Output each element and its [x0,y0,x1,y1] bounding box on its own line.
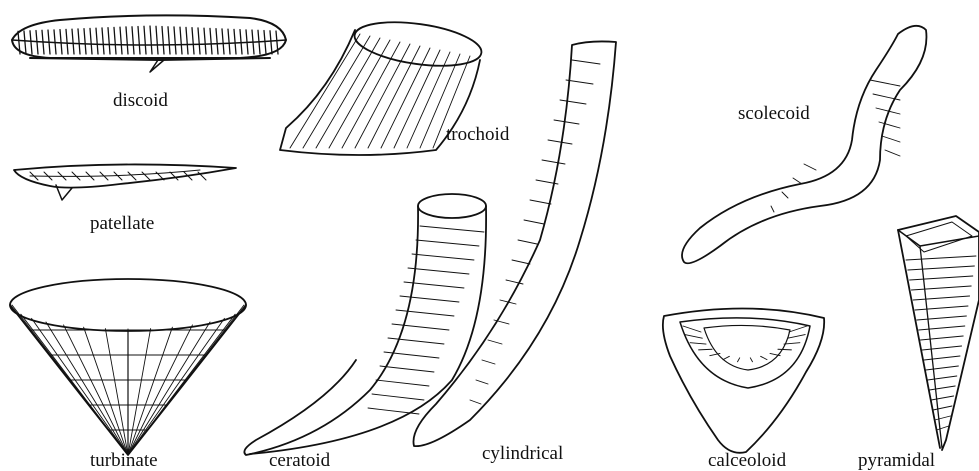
calceoloid-drawing [663,308,824,452]
label-trochoid: trochoid [446,125,509,144]
discoid-drawing [12,15,286,72]
turbinate-drawing [10,279,246,455]
label-pyramidal: pyramidal [858,451,935,470]
cylindrical-drawing [413,41,616,446]
scolecoid-drawing [682,26,926,263]
label-cylindrical: cylindrical [482,444,563,463]
patellate-drawing [14,164,236,200]
label-turbinate: turbinate [90,451,158,470]
pyramidal-drawing [898,216,979,450]
label-discoid: discoid [113,91,168,110]
label-calceoloid: calceoloid [708,451,786,470]
label-scolecoid: scolecoid [738,104,810,123]
label-ceratoid: ceratoid [269,451,330,470]
ceratoid-drawing [244,194,486,455]
label-patellate: patellate [90,214,154,233]
